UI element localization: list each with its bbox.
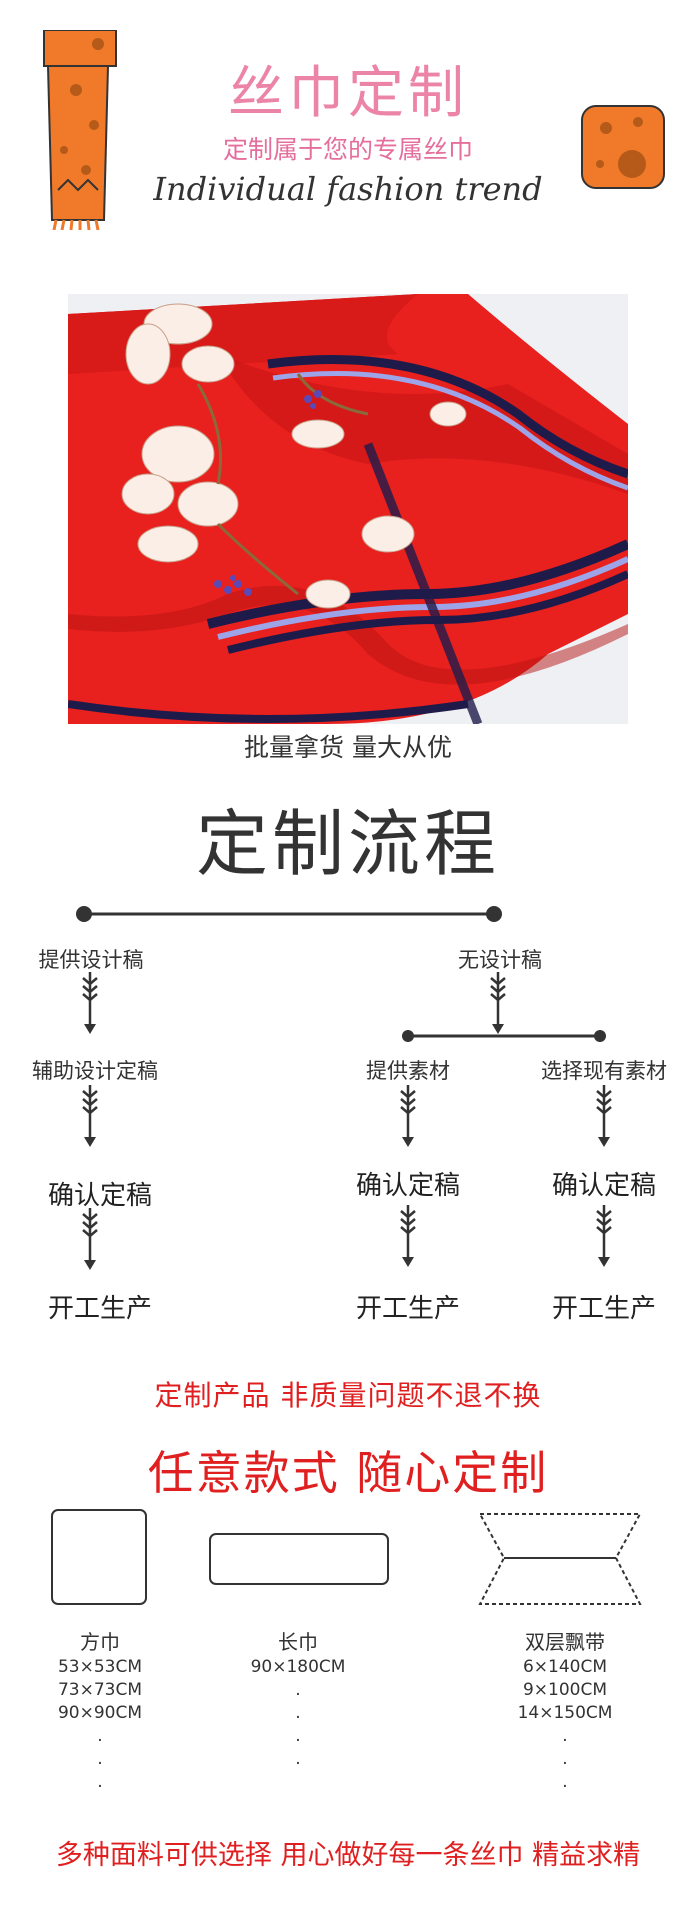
photo-caption: 批量拿货 量大从优 — [244, 733, 452, 762]
size-item: 6×140CM — [522, 1657, 608, 1677]
process-flowchart — [76, 906, 613, 1272]
size-item: 9×100CM — [522, 1680, 608, 1700]
size-item: . — [295, 1703, 301, 1723]
flow-right-start: 无设计稿 — [458, 948, 542, 972]
flow-right-b-step4: 开工生产 — [551, 1294, 656, 1324]
page-subtitle: 定制属于您的专属丝巾 — [222, 135, 473, 164]
flow-left-start: 提供设计稿 — [38, 948, 144, 972]
size-item: . — [97, 1749, 103, 1769]
size-item: 14×150CM — [517, 1703, 613, 1723]
square-scarf-label: 方巾 — [80, 1630, 120, 1654]
size-item: 73×73CM — [57, 1680, 143, 1700]
square-scarf-shape — [51, 1509, 147, 1605]
flow-right-b-step3: 确认定稿 — [551, 1171, 656, 1201]
orange-scarf-illustration — [43, 30, 117, 230]
page-title: 丝巾定制 — [228, 61, 468, 126]
process-title: 定制流程 — [195, 802, 500, 886]
size-item: 90×90CM — [57, 1703, 143, 1723]
size-item: . — [295, 1749, 301, 1769]
flow-left-step2: 辅助设计定稿 — [32, 1059, 158, 1083]
size-item: . — [562, 1726, 568, 1746]
flow-left-step4: 开工生产 — [47, 1294, 152, 1324]
flow-right-a-start: 提供素材 — [366, 1059, 450, 1083]
custom-style-slogan: 任意款式 随心定制 — [147, 1446, 549, 1500]
size-item: . — [295, 1726, 301, 1746]
size-shapes — [51, 1509, 642, 1605]
size-item: 53×53CM — [57, 1657, 143, 1677]
square-scarf-sizes: 53×53CM 73×73CM 90×90CM . . . — [40, 1656, 160, 1794]
scarf-photo — [68, 294, 628, 724]
footer-slogan: 多种面料可供选择 用心做好每一条丝巾 精益求精 — [55, 1840, 641, 1871]
long-scarf-shape — [209, 1533, 389, 1585]
flow-right-b-start: 选择现有素材 — [541, 1059, 667, 1083]
long-scarf-label: 长巾 — [278, 1630, 318, 1654]
ribbon-scarf-shape — [478, 1513, 642, 1605]
orange-square-illustration — [581, 105, 665, 189]
ribbon-scarf-label: 双层飘带 — [525, 1630, 605, 1654]
size-item: . — [97, 1772, 103, 1792]
return-policy-notice: 定制产品 非质量问题不退不换 — [154, 1379, 542, 1412]
ribbon-scarf-sizes: 6×140CM 9×100CM 14×150CM . . . — [505, 1656, 625, 1794]
script-tagline: Individual fashion trend — [153, 170, 543, 208]
size-item: . — [562, 1772, 568, 1792]
size-item: . — [562, 1749, 568, 1769]
long-scarf-sizes: 90×180CM . . . . — [228, 1656, 368, 1771]
size-item: . — [295, 1680, 301, 1700]
flow-left-step3: 确认定稿 — [47, 1181, 152, 1211]
flow-right-a-step3: 确认定稿 — [355, 1171, 460, 1201]
size-item: 90×180CM — [250, 1657, 346, 1677]
size-item: . — [97, 1726, 103, 1746]
flow-right-a-step4: 开工生产 — [355, 1294, 460, 1324]
